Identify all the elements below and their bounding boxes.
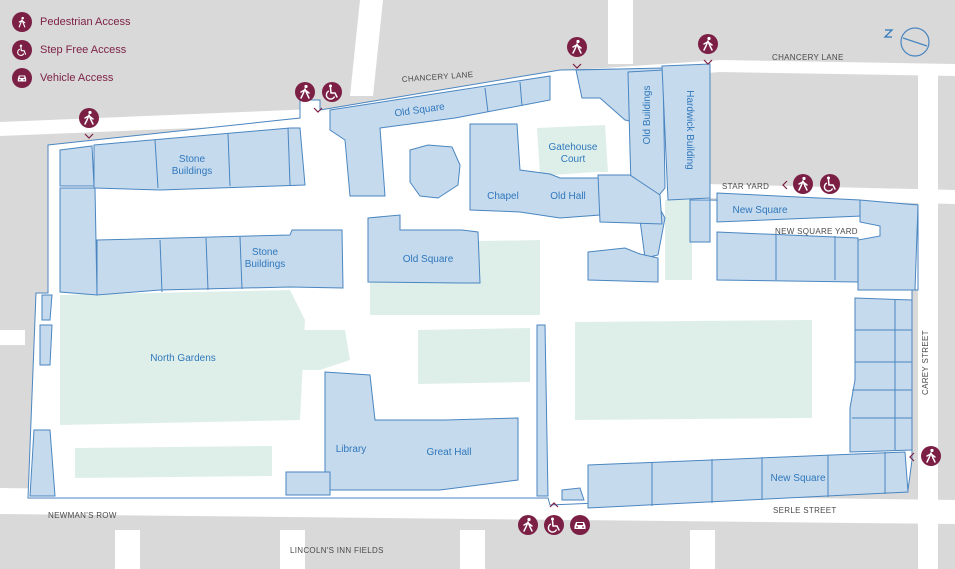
- step-free-access-icon[interactable]: [321, 81, 343, 103]
- label-hardwick-building: Hardwick Building: [684, 90, 695, 169]
- step-free-access-icon[interactable]: [819, 173, 841, 195]
- pedestrian-access-icon[interactable]: [792, 173, 814, 195]
- label-old-square-2: Old Square: [403, 254, 454, 265]
- street-lincolns-inn-fields: LINCOLN'S INN FIELDS: [290, 546, 384, 555]
- pedestrian-access-icon[interactable]: [517, 514, 539, 536]
- label-stone-buildings-2: Stone: [252, 247, 279, 258]
- label-library: Library: [336, 444, 367, 455]
- pedestrian-access-icon[interactable]: [78, 107, 100, 129]
- step-free-access-icon: [12, 40, 32, 60]
- label-old-hall: Old Hall: [550, 191, 586, 202]
- vehicle-access-icon[interactable]: [570, 515, 590, 535]
- pedestrian-access-icon: [12, 12, 32, 32]
- label-stone-buildings-1: Stone: [179, 154, 206, 165]
- street-serle-street: SERLE STREET: [773, 506, 837, 515]
- label-gatehouse-court: Gatehouse: [549, 142, 598, 153]
- label-stone-buildings-1b: Buildings: [172, 166, 213, 177]
- legend-pedestrian: Pedestrian Access: [12, 12, 131, 32]
- street-chancery-lane-1: CHANCERY LANE: [402, 70, 474, 84]
- street-carey-street: CAREY STREET: [921, 330, 930, 395]
- building-dividers: [154, 81, 912, 506]
- pedestrian-access-icon[interactable]: [566, 36, 588, 58]
- pedestrian-access-icon[interactable]: [697, 33, 719, 55]
- vehicle-access-icon: [12, 68, 32, 88]
- step-free-access-icon[interactable]: [543, 514, 565, 536]
- label-chapel: Chapel: [487, 191, 519, 202]
- label-great-hall: Great Hall: [426, 447, 471, 458]
- pedestrian-access-icon[interactable]: [920, 445, 942, 467]
- legend-pedestrian-label: Pedestrian Access: [40, 16, 131, 28]
- street-chancery-lane-2: CHANCERY LANE: [772, 53, 844, 62]
- street-new-square-yard: NEW SQUARE YARD: [775, 227, 858, 236]
- legend-stepfree-label: Step Free Access: [40, 44, 127, 56]
- compass-icon: [883, 27, 930, 57]
- building-labels: Stone Buildings Stone Buildings Old Squa…: [150, 86, 826, 484]
- label-north-gardens: North Gardens: [150, 353, 216, 364]
- street-star-yard: STAR YARD: [722, 182, 769, 191]
- label-new-square-1: New Square: [732, 205, 787, 216]
- legend-vehicle-label: Vehicle Access: [40, 72, 114, 84]
- label-stone-buildings-2b: Buildings: [245, 259, 286, 270]
- label-gatehouse-court-b: Court: [561, 154, 586, 165]
- access-markers: [78, 33, 942, 536]
- label-new-square-2: New Square: [770, 473, 825, 484]
- label-old-buildings: Old Buildings: [642, 86, 653, 145]
- street-newmans-row: NEWMAN'S ROW: [48, 511, 117, 520]
- legend-vehicle: Vehicle Access: [12, 68, 113, 88]
- legend-stepfree: Step Free Access: [12, 40, 126, 60]
- pedestrian-access-icon[interactable]: [294, 81, 316, 103]
